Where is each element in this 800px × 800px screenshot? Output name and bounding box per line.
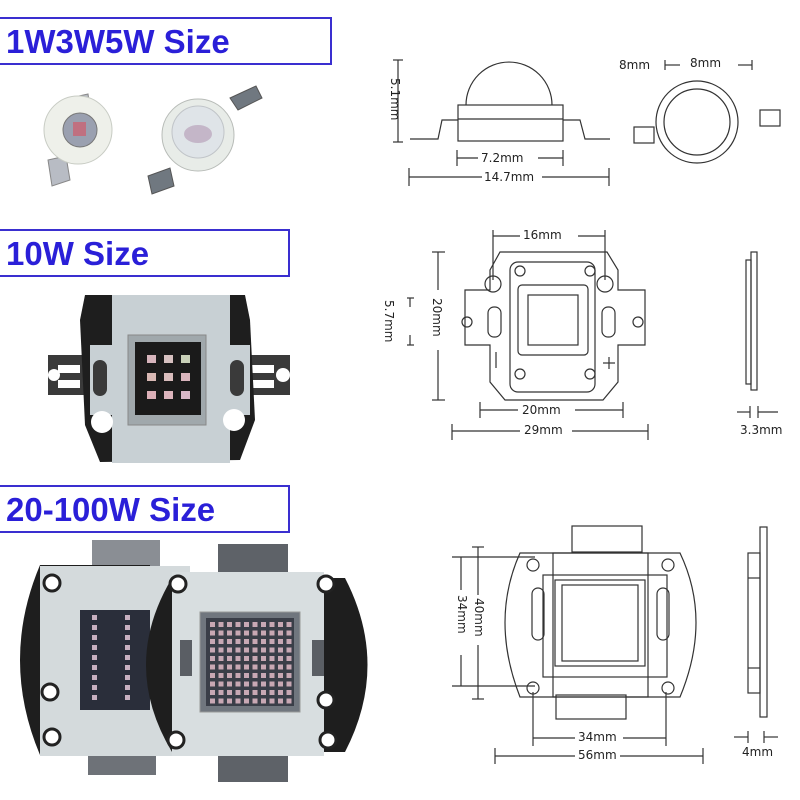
- led-100w-photo-front: [146, 544, 368, 782]
- drawing-10w-side: [737, 251, 778, 418]
- dim-100w-height-holes: 34mm: [455, 595, 469, 634]
- led-10w-photo: [48, 295, 290, 463]
- dim-10w-total-width: 29mm: [524, 423, 563, 437]
- dim-1w-lens-offset: 8mm: [619, 58, 651, 72]
- dim-100w-height-outer: 40mm: [472, 598, 486, 637]
- drawing-100w-side: [734, 526, 778, 743]
- led-1w-photo-right: [147, 85, 263, 195]
- dim-100w-total-width: 56mm: [578, 748, 617, 762]
- dim-10w-body-width: 20mm: [522, 403, 561, 417]
- dim-1w-total-width: 14.7mm: [484, 170, 535, 184]
- drawing-100w-top: [452, 525, 704, 764]
- drawing-10w-top: [407, 230, 649, 440]
- drawing-1w-top: [633, 60, 781, 164]
- dim-1w-height: 5.1mm: [388, 78, 402, 121]
- dim-100w-hole-spacing: 34mm: [578, 730, 617, 744]
- dim-100w-thickness: 4mm: [742, 745, 774, 759]
- dim-10w-thickness: 3.3mm: [740, 423, 783, 437]
- section-title-10w: 10W Size: [0, 229, 290, 277]
- dim-10w-height: 20mm: [430, 298, 444, 337]
- dim-10w-hole-spacing: 16mm: [523, 228, 562, 242]
- section-title-20-100w: 20-100W Size: [0, 485, 290, 533]
- section-title-1w3w5w: 1W3W5W Size: [0, 17, 332, 65]
- led-1w-photo-left: [43, 93, 113, 187]
- dim-10w-pad-height: 5.7mm: [382, 300, 396, 343]
- drawing-1w-side: [393, 59, 610, 186]
- dim-1w-lens-width: 8mm: [690, 56, 722, 70]
- dim-1w-body-width: 7.2mm: [481, 151, 524, 165]
